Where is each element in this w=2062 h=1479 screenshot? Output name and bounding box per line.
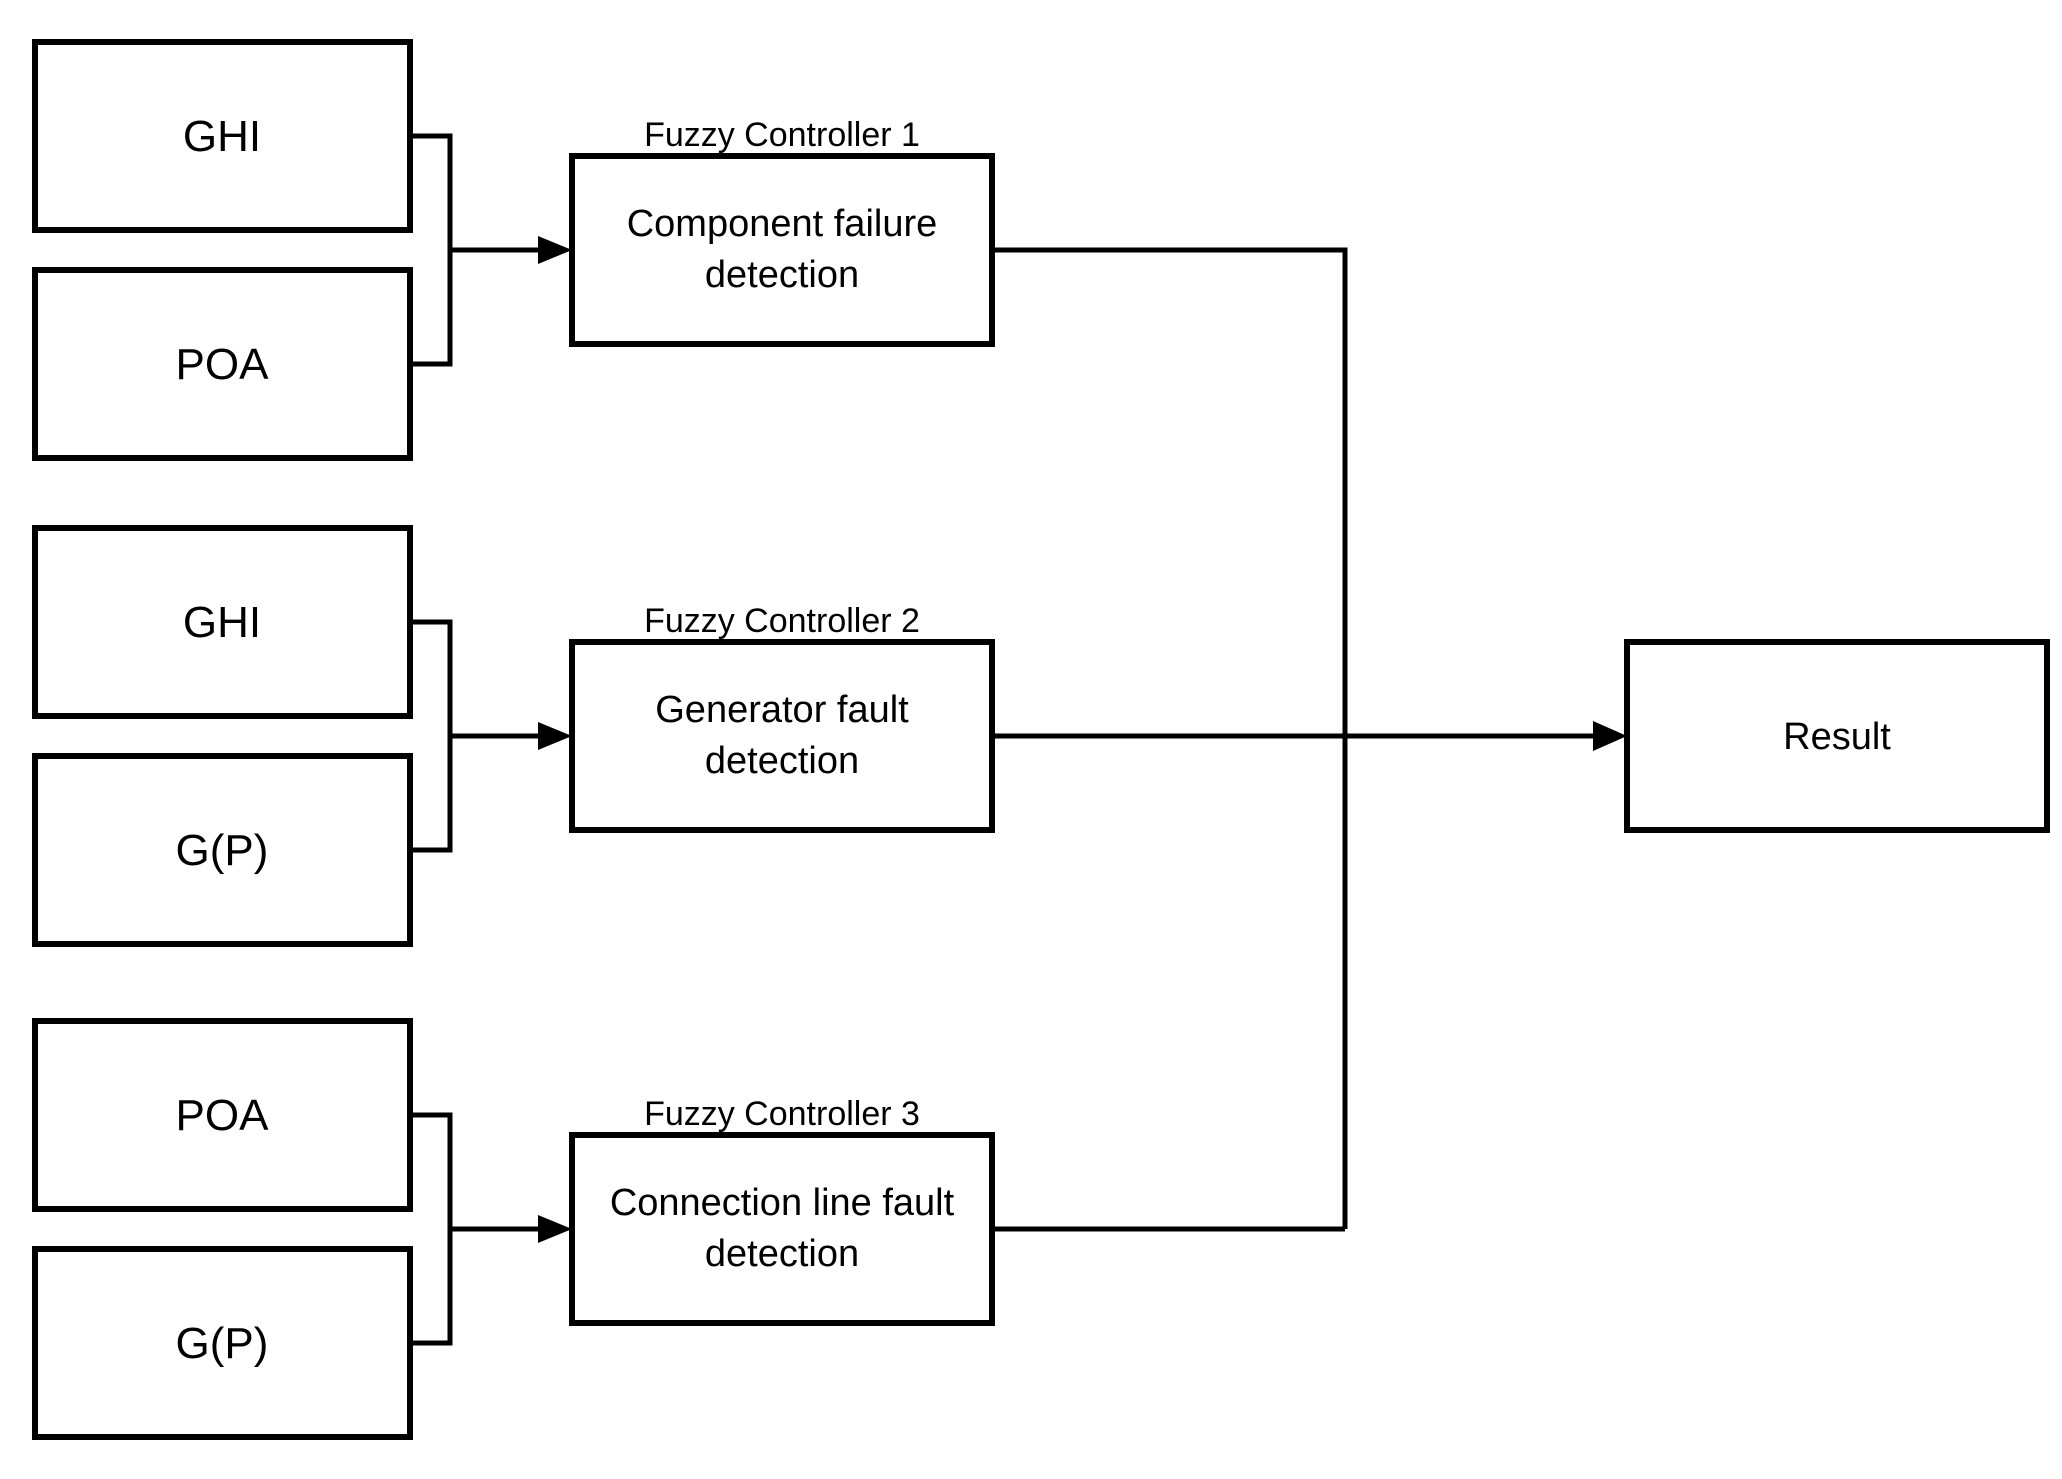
input-box-gp-3-label: G(P) xyxy=(176,1319,269,1368)
group-3-arrowhead xyxy=(538,1215,572,1243)
input-box-ghi-2-label: GHI xyxy=(183,598,261,647)
fuzzy-controller-3-box xyxy=(569,1132,995,1326)
input-box-poa-1-label: POA xyxy=(176,340,270,389)
fuzzy-controller-3-title: Fuzzy Controller 3 xyxy=(644,1095,920,1133)
fuzzy-controller-2-text-line1: Generator fault xyxy=(655,689,909,731)
fuzzy-controller-1-title: Fuzzy Controller 1 xyxy=(644,116,920,154)
group-1-arrowhead xyxy=(538,236,572,264)
fuzzy-controller-1-box xyxy=(569,153,995,347)
group-1-bracket xyxy=(410,133,453,367)
fuzzy-controller-1-text-line1: Component failure xyxy=(627,203,938,245)
group-3-bracket xyxy=(410,1112,453,1346)
input-box-poa-1 xyxy=(32,267,413,461)
result-arrowhead xyxy=(1593,721,1627,751)
fuzzy-controller-3-text-line1: Connection line fault xyxy=(610,1182,955,1224)
input-box-ghi-1 xyxy=(32,39,413,233)
input-box-poa-3-label: POA xyxy=(176,1091,270,1140)
group-2-arrowhead xyxy=(538,722,572,750)
fuzzy-controller-2-title: Fuzzy Controller 2 xyxy=(644,602,920,640)
input-box-ghi-2 xyxy=(32,525,413,719)
input-box-gp-3 xyxy=(32,1246,413,1440)
input-box-gp-2-label: G(P) xyxy=(176,826,269,875)
fuzzy-controller-1-text-line2: detection xyxy=(705,254,859,296)
input-box-ghi-1-label: GHI xyxy=(183,112,261,161)
fuzzy-controller-3-text-line2: detection xyxy=(705,1233,859,1275)
result-box-label: Result xyxy=(1783,716,1891,758)
fuzzy-controller-2-text-line2: detection xyxy=(705,740,859,782)
fc1-output-line xyxy=(992,247,1348,1229)
result-box xyxy=(1624,639,2050,833)
fuzzy-controller-2-box xyxy=(569,639,995,833)
group-2-bracket xyxy=(410,619,453,853)
